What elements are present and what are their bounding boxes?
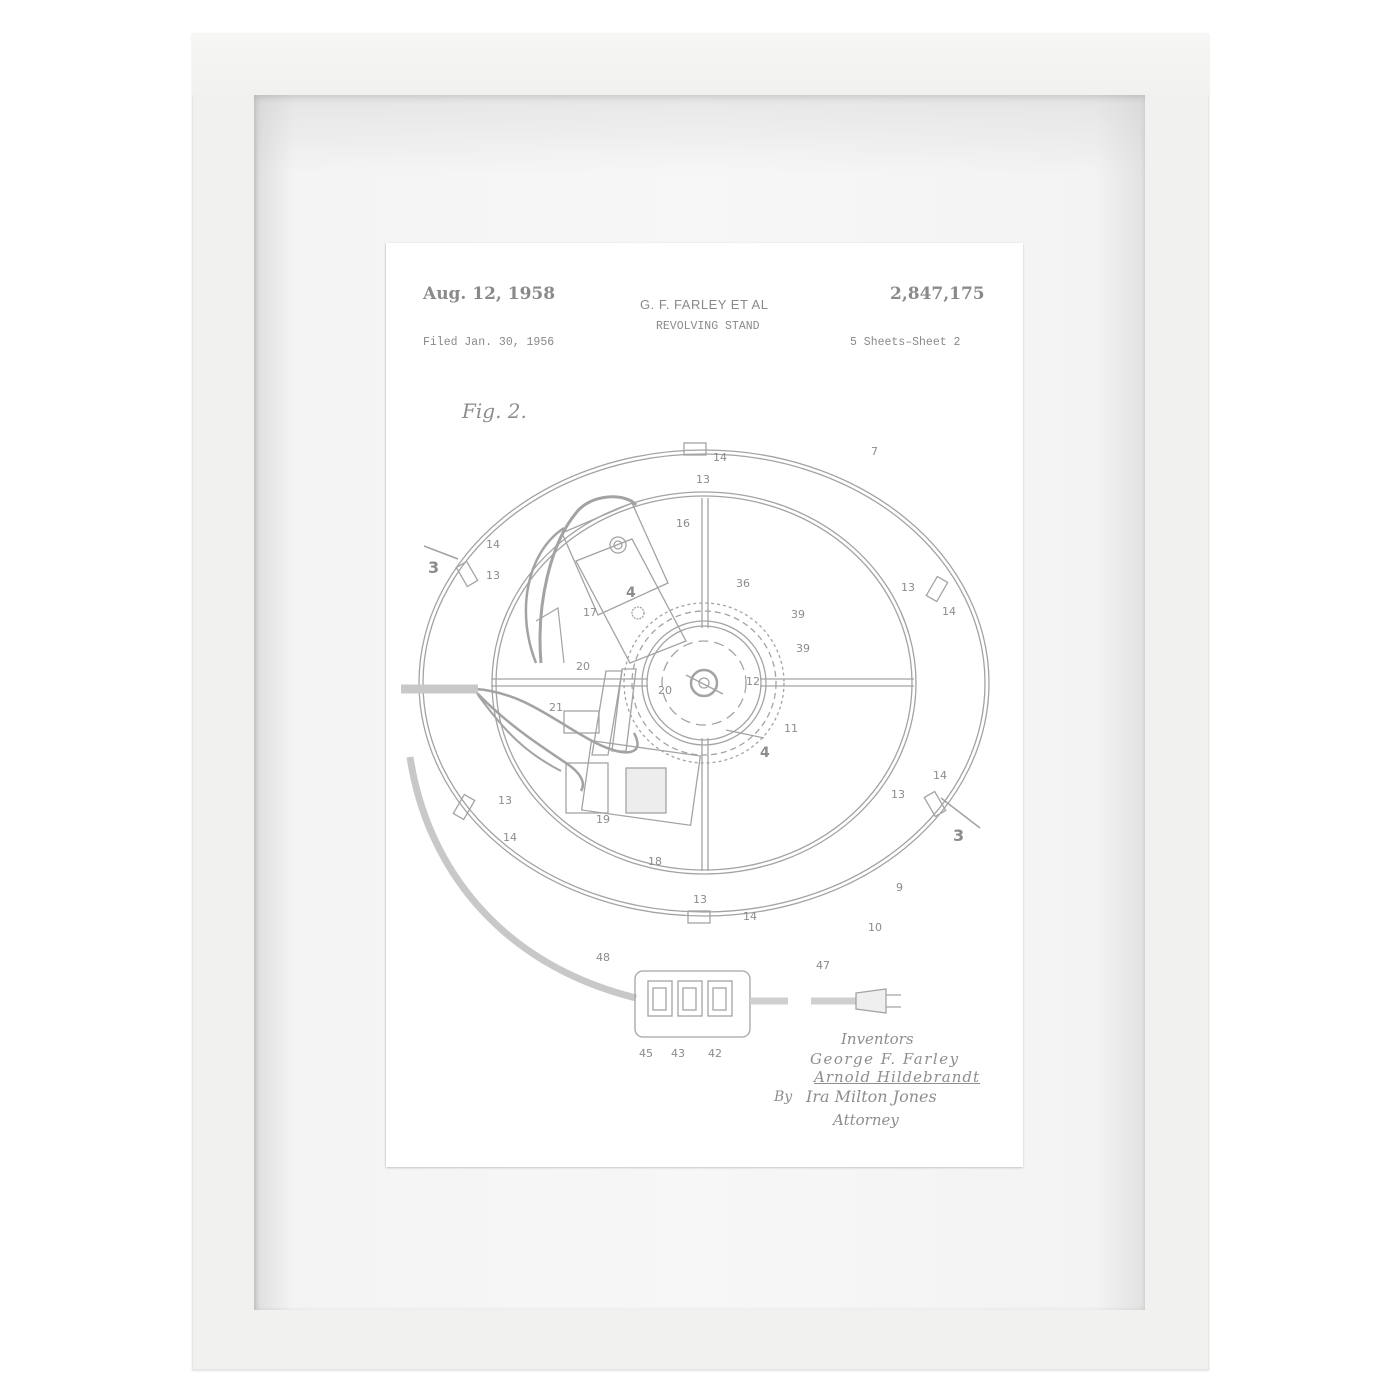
ref-42: 42 — [708, 1047, 722, 1060]
motor-19 — [565, 762, 609, 814]
ref-14-left-lower: 14 — [503, 831, 517, 844]
ref-20b: 20 — [658, 684, 672, 697]
switch-plate-18 — [580, 739, 702, 827]
ref-14-bottom: 14 — [743, 910, 757, 923]
ref-20a: 20 — [576, 660, 590, 673]
ref-47: 47 — [816, 959, 830, 972]
ref-18: 18 — [648, 855, 662, 868]
ref-14-right-lower: 14 — [933, 769, 947, 782]
ref-14: 14 — [713, 451, 727, 464]
section-3-left: 3 — [428, 558, 439, 577]
inner-ring-9 — [491, 491, 917, 875]
ref-14-right: 14 — [942, 605, 956, 618]
ref-39a: 39 — [791, 608, 805, 621]
ref-9: 9 — [896, 881, 903, 894]
ref-48: 48 — [596, 951, 610, 964]
ref-12: 12 — [746, 675, 760, 688]
bracket-left-upper — [455, 560, 479, 588]
patent-number: 2,847,175 — [890, 284, 985, 304]
ref-17: 17 — [583, 606, 597, 619]
terminal-21 — [563, 710, 600, 734]
ref-16: 16 — [676, 517, 690, 530]
inventor-2: Arnold Hildebrandt — [814, 1068, 981, 1086]
ref-13-bottom: 13 — [693, 893, 707, 906]
ref-13: 13 — [696, 473, 710, 486]
by-label: By — [774, 1089, 793, 1105]
ref-39b: 39 — [796, 642, 810, 655]
ref-14-left: 14 — [486, 538, 500, 551]
frame-bevel — [192, 33, 1209, 95]
ref-21: 21 — [549, 701, 563, 714]
figure-label: Fig. 2. — [462, 399, 527, 423]
section-4-bottom: 4 — [760, 745, 770, 761]
ref-13-right-lower: 13 — [891, 788, 905, 801]
bracket-top — [683, 442, 707, 456]
bracket-left-lower — [452, 793, 476, 821]
ref-10: 10 — [868, 921, 882, 934]
patent-print: Aug. 12, 1958 G. F. FARLEY ET AL REVOLVI… — [386, 243, 1023, 1167]
ref-36: 36 — [736, 577, 750, 590]
inventor-1: George F. Farley — [810, 1050, 960, 1068]
ref-43: 43 — [671, 1047, 685, 1060]
inventors-heading: Inventors — [841, 1030, 914, 1048]
ref-13-left: 13 — [486, 569, 500, 582]
section-4-top: 4 — [626, 585, 636, 601]
bracket-bottom — [687, 910, 711, 924]
ref-7: 7 — [871, 445, 878, 458]
hub-11 — [641, 620, 767, 746]
ref-13-right: 13 — [901, 581, 915, 594]
bracket-right-upper — [925, 575, 949, 603]
section-3-right: 3 — [953, 826, 964, 845]
bracket-right-lower — [923, 790, 947, 818]
patent-sheets: 5 Sheets–Sheet 2 — [850, 336, 961, 349]
ref-13-left-lower: 13 — [498, 794, 512, 807]
revolving-stand-drawing: 14 13 7 16 36 39 39 12 11 17 20 20 21 19… — [401, 442, 990, 1060]
patent-date: Aug. 12, 1958 — [423, 284, 556, 304]
ref-11: 11 — [784, 722, 798, 735]
ref-45: 45 — [639, 1047, 653, 1060]
ref-19: 19 — [596, 813, 610, 826]
cord-48 — [406, 756, 637, 1002]
patent-filed-date: Filed Jan. 30, 1956 — [423, 336, 555, 349]
motor-bracket — [561, 502, 669, 616]
outer-ring-7 — [418, 449, 990, 917]
patent-inventor-header: G. F. FARLEY ET AL — [640, 297, 769, 312]
attorney-label: Attorney — [833, 1111, 899, 1129]
patent-title: REVOLVING STAND — [656, 320, 760, 333]
attorney-signature: Ira Milton Jones — [806, 1087, 937, 1106]
